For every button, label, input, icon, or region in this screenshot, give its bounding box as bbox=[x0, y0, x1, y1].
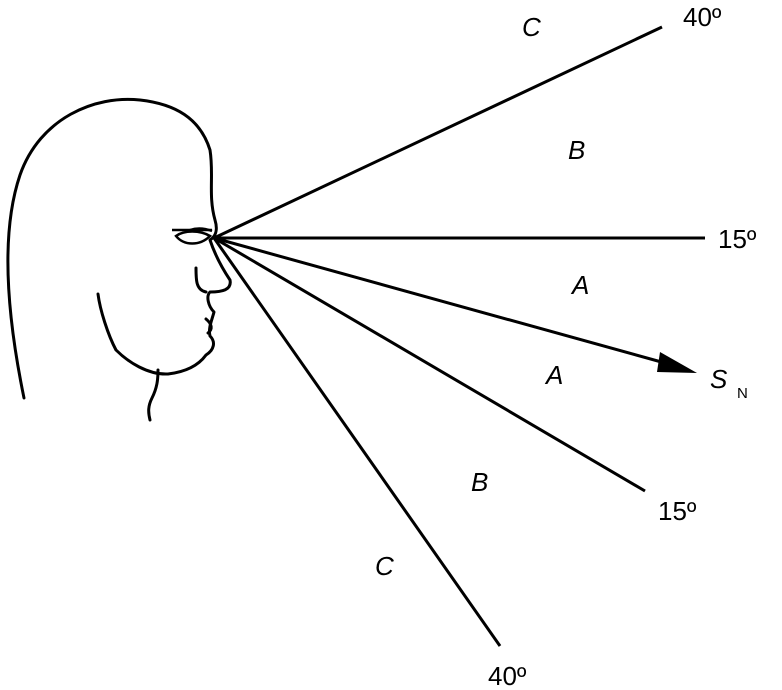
zone-label-lower-a: A bbox=[544, 360, 563, 390]
eye-icon bbox=[172, 227, 213, 245]
vision-lines bbox=[212, 25, 705, 647]
angle-label-lower-15: 15º bbox=[658, 496, 697, 526]
zone-label-upper-c: C bbox=[522, 12, 541, 42]
head-profile-icon bbox=[6, 97, 232, 422]
zone-label-lower-c: C bbox=[375, 551, 394, 581]
sightline-label: S bbox=[710, 364, 728, 394]
zone-label-upper-a: A bbox=[570, 270, 589, 300]
zone-label-lower-b: B bbox=[471, 467, 488, 497]
zone-label-upper-b: B bbox=[568, 135, 585, 165]
sightline bbox=[213, 236, 666, 365]
sightline-label-subscript: N bbox=[737, 385, 748, 402]
lower-40-line bbox=[212, 237, 502, 647]
upper-40-line bbox=[213, 25, 663, 240]
lower-15-line bbox=[213, 236, 646, 493]
angle-label-upper-40: 40º bbox=[683, 2, 722, 32]
angle-label-upper-15: 15º bbox=[718, 224, 757, 254]
angle-label-lower-40: 40º bbox=[488, 661, 527, 690]
arrowhead-icon bbox=[657, 352, 697, 373]
